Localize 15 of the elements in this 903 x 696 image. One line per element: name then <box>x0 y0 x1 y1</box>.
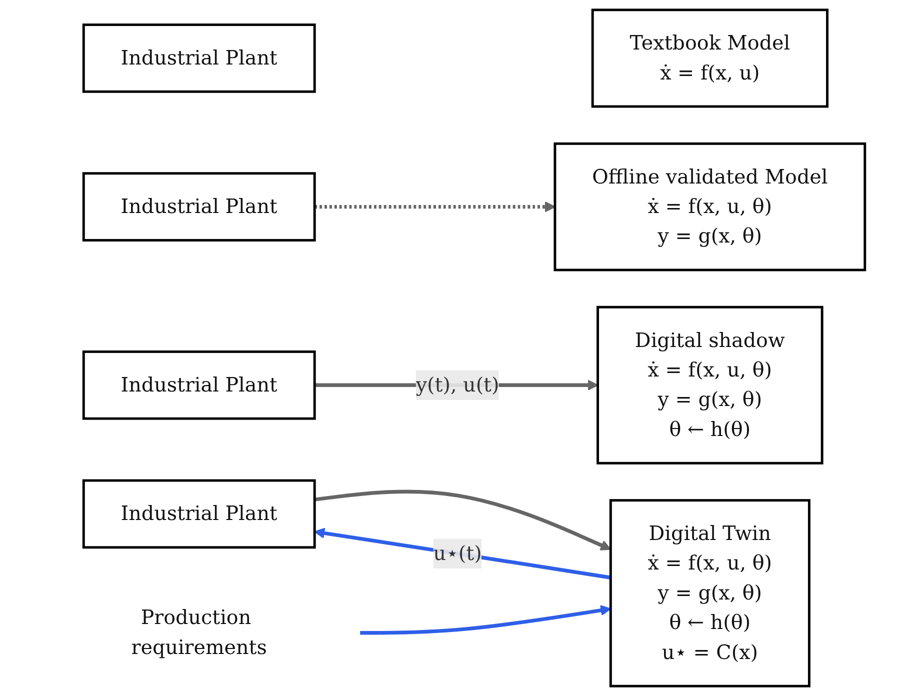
node-box: Offline validated Model ẋ = f(x, u, θ) y = g(x, θ) <box>554 142 866 272</box>
node-box: Industrial Plant <box>82 350 316 420</box>
edge-label: y(t), u(t) <box>416 372 500 396</box>
node-box: Industrial Plant <box>82 172 316 242</box>
node-box: Industrial Plant <box>82 24 316 93</box>
arrow <box>314 201 556 212</box>
node-box: Textbook Model ẋ = f(x, u) <box>591 8 828 108</box>
edge-label: u⋆(t) <box>433 541 482 565</box>
node-box: Digital Twin ẋ = f(x, u, θ) y = g(x, θ) θ ← h(θ) u⋆ = C(x) <box>609 499 810 688</box>
arrow <box>314 528 611 580</box>
arrow <box>314 490 612 550</box>
arrow <box>360 604 612 635</box>
node-text: Production requirements <box>131 606 267 659</box>
node-box: Industrial Plant <box>82 479 316 549</box>
node-box: Digital shadow ẋ = f(x, u, θ) y = g(x, θ) θ ← h(θ) <box>596 306 824 464</box>
